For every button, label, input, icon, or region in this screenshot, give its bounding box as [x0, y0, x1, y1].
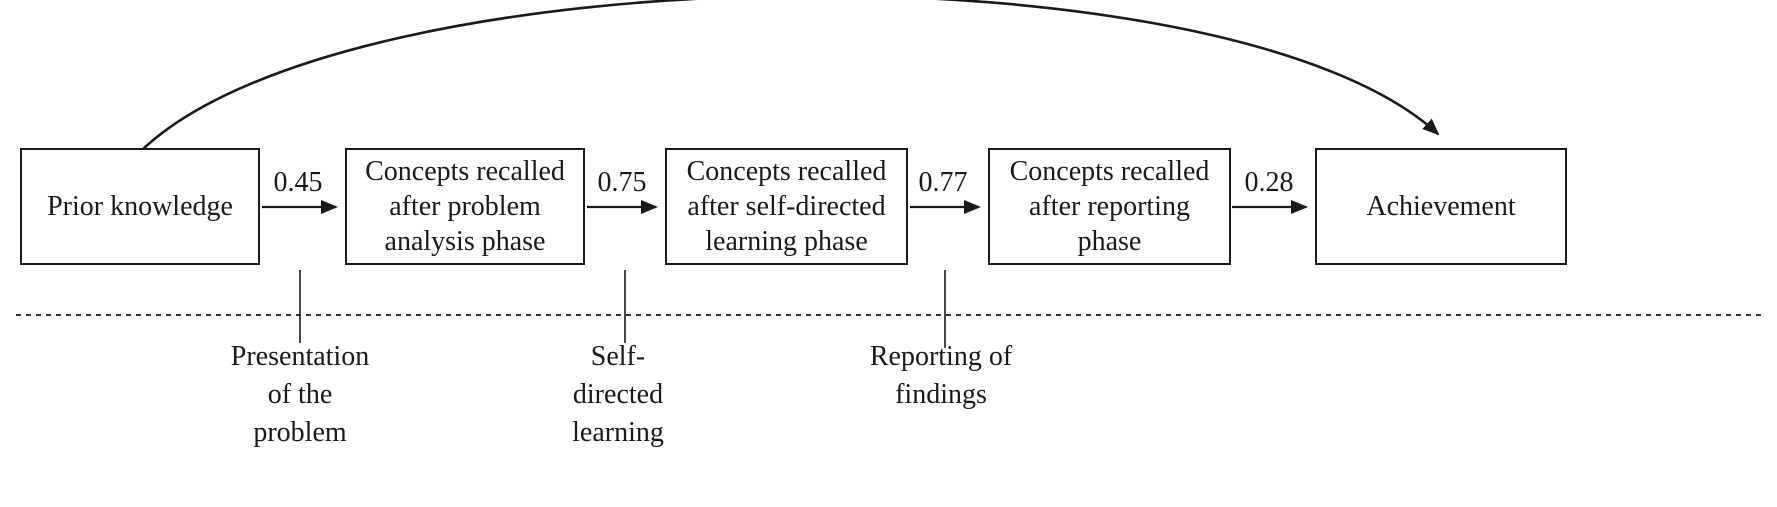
phase-label-presentation: Presentation of the problem: [230, 341, 370, 448]
box-recall-problem-analysis: Concepts recalled after problem analysis…: [345, 148, 585, 265]
phase-label-self-directed: Self- directed learning: [572, 341, 664, 448]
coefficient-analysis-selfdirected: 0.75: [597, 167, 647, 198]
phase-label-reporting: Reporting of findings: [869, 341, 1013, 410]
box-achievement: Achievement: [1315, 148, 1567, 265]
box-recall-reporting: Concepts recalled after reporting phase: [988, 148, 1231, 265]
coefficient-selfdirected-reporting: 0.77: [918, 167, 968, 198]
box-recall-self-directed: Concepts recalled after self-directed le…: [665, 148, 908, 265]
coefficient-reporting-achievement: 0.28: [1244, 167, 1294, 198]
box-prior-knowledge: Prior knowledge: [20, 148, 260, 265]
curved-arrow-prior-to-achievement: [141, 0, 1440, 151]
coefficient-prior-analysis: 0.45: [273, 167, 323, 198]
